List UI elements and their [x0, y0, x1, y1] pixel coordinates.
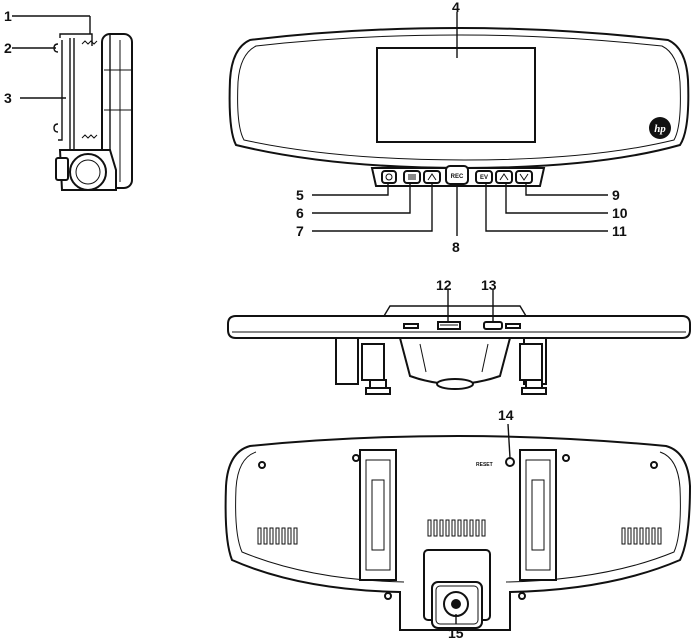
down-icon [519, 173, 529, 181]
ev-label: EV [480, 175, 488, 181]
usb-icon [505, 323, 521, 329]
callout-3: 3 [4, 90, 12, 106]
callout-10: 10 [612, 205, 628, 221]
svg-text:hp: hp [654, 123, 666, 135]
right-clip-back [519, 449, 557, 581]
usb-port[interactable] [483, 321, 503, 330]
callout-5: 5 [296, 187, 304, 203]
menu-icon [408, 174, 416, 180]
up-button[interactable] [495, 170, 513, 184]
callout-6: 6 [296, 205, 304, 221]
left-vent [257, 527, 298, 545]
hp-logo [649, 117, 671, 139]
callout-11: 11 [612, 223, 627, 239]
front-view: hp REC EV 4 5 6 7 8 9 10 11 [228, 0, 690, 255]
callout-9: 9 [612, 187, 620, 203]
left-clip-bottom [335, 337, 359, 385]
callout-1: 1 [4, 8, 12, 24]
callout-8: 8 [452, 239, 460, 255]
callout-13: 13 [481, 277, 497, 293]
mode-icon [427, 173, 437, 181]
callout-12: 12 [436, 277, 452, 293]
camera-housing-bottom [398, 337, 512, 385]
ev-button[interactable] [475, 170, 493, 184]
callout-14: 14 [498, 407, 514, 423]
left-clip-back [359, 449, 397, 581]
reset-label: RESET [476, 462, 493, 468]
mode-button[interactable] [423, 170, 441, 184]
bottom-view: 12 13 [227, 277, 691, 395]
right-vent [621, 527, 662, 545]
down-button[interactable] [515, 170, 533, 184]
rec-label: REC [451, 174, 464, 180]
callout-4: 4 [452, 0, 460, 15]
callout-7: 7 [296, 223, 304, 239]
up-icon [499, 173, 509, 181]
reset-button[interactable] [505, 457, 515, 467]
lcd-screen [376, 47, 536, 143]
callout-15: 15 [448, 625, 464, 641]
sd-card-icon [403, 323, 419, 329]
center-vent [427, 519, 486, 537]
callout-2: 2 [4, 40, 12, 56]
power-icon [385, 173, 393, 181]
power-button[interactable] [381, 170, 397, 184]
side-view: 1 2 3 [4, 8, 133, 191]
back-view: RESET 14 15 [224, 407, 692, 641]
